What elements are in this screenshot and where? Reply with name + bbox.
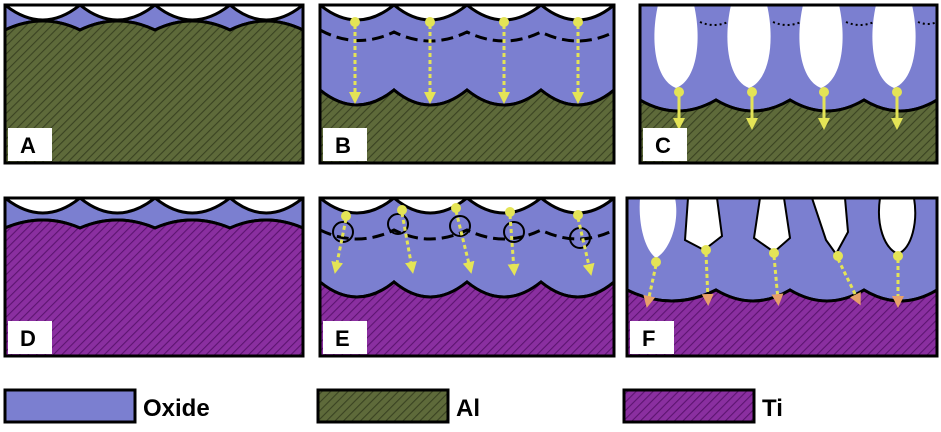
- panel-c: C: [638, 3, 939, 165]
- panel-a: A: [3, 3, 305, 165]
- legend-swatch-al: [316, 388, 450, 424]
- panel-d: D: [3, 196, 305, 358]
- legend-label-al: Al: [456, 395, 480, 422]
- void-circles: [332, 213, 591, 249]
- former-interface-dashed: [320, 228, 614, 241]
- al-substrate: [5, 19, 303, 163]
- al-substrate: [640, 98, 937, 163]
- legend-label-oxide: Oxide: [143, 395, 210, 422]
- panel-label-box: [643, 128, 687, 161]
- ti-substrate: [320, 280, 614, 356]
- migration-arrows: [673, 87, 903, 130]
- legend-swatch-oxide: [3, 388, 137, 424]
- panel-label-box: [323, 128, 367, 161]
- legend: Oxide Al Ti: [3, 388, 783, 424]
- migration-arrows: [349, 17, 584, 104]
- panel-label: C: [655, 133, 671, 158]
- panel-label: B: [335, 133, 351, 158]
- panel-label-box: [323, 321, 367, 354]
- migration-arrows: [331, 203, 595, 276]
- pores: [654, 5, 916, 88]
- legend-label-ti: Ti: [762, 395, 783, 422]
- panel-e: E: [318, 196, 616, 358]
- legend-item-oxide: Oxide: [3, 388, 210, 424]
- panel-label: A: [20, 133, 36, 158]
- panel-f: F: [625, 196, 939, 358]
- panel-label-box: [8, 128, 52, 161]
- legend-item-al: Al: [316, 388, 480, 424]
- legend-swatch-ti: [622, 388, 756, 424]
- panel-label: D: [20, 326, 36, 351]
- panel-label-box: [8, 321, 52, 354]
- panel-b: B: [318, 3, 616, 165]
- al-substrate: [320, 88, 614, 163]
- panel-label: F: [642, 326, 655, 351]
- panel-label: E: [335, 326, 350, 351]
- panel-label-box: [630, 321, 674, 354]
- legend-item-ti: Ti: [622, 388, 783, 424]
- migration-arrows: [643, 245, 904, 308]
- ti-substrate: [5, 218, 303, 356]
- former-interface-dashed: [320, 28, 614, 43]
